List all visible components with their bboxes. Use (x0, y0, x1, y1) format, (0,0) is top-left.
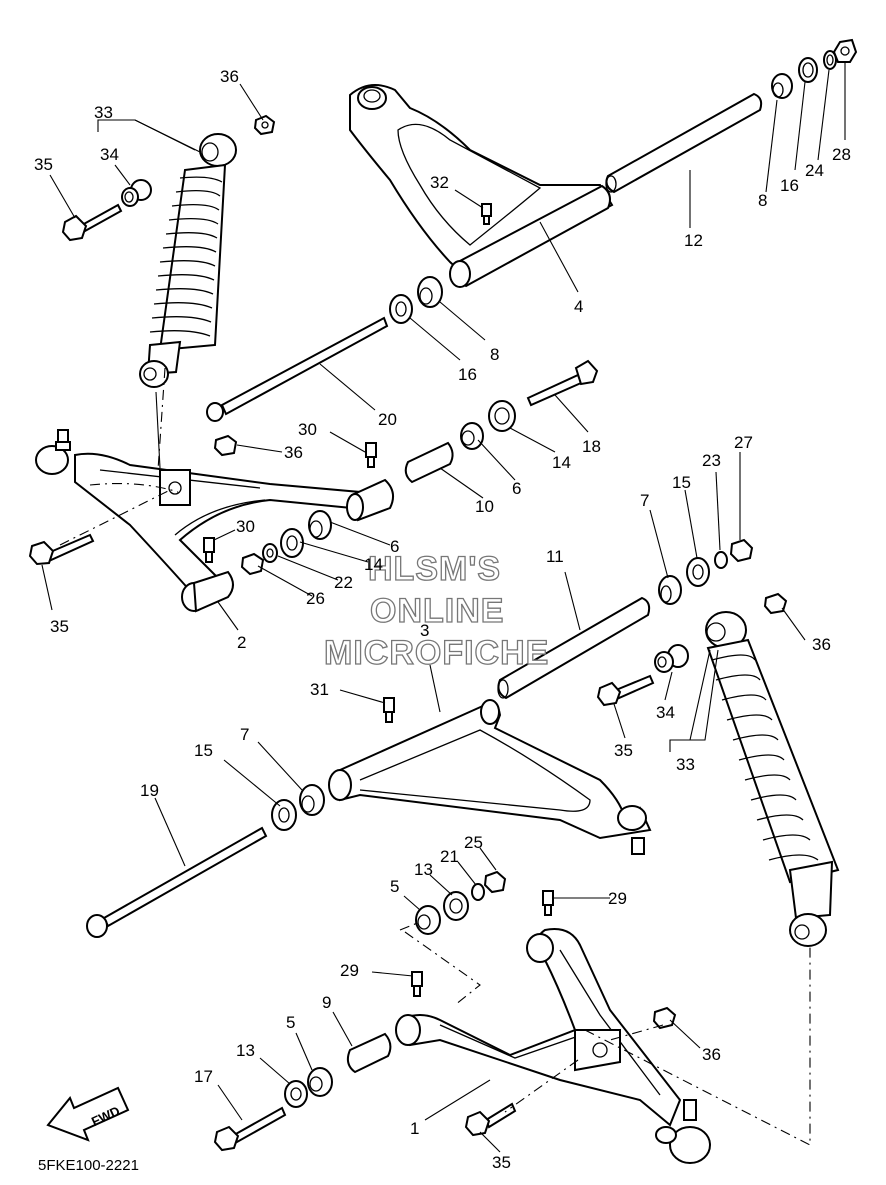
lower-arm-1 (395, 928, 711, 1164)
bolt-19 (86, 826, 268, 938)
bushing-7-15-left (271, 784, 325, 831)
callout-7: 7 (640, 491, 649, 510)
bushings-5-13-21-25-upper (415, 870, 507, 935)
callout-6: 6 (390, 537, 399, 556)
bolt-35-upper-left (61, 203, 123, 242)
shaft-12 (605, 92, 763, 194)
nut-36-mid-left (213, 434, 238, 457)
callout-13: 13 (414, 860, 433, 879)
callout-7: 7 (240, 725, 249, 744)
shaft-11 (497, 596, 651, 700)
callout-34: 34 (100, 145, 119, 164)
nut-36-upper-left (253, 114, 276, 136)
callout-28: 28 (832, 145, 851, 164)
callout-21: 21 (440, 847, 459, 866)
nut-36-lower (652, 1006, 677, 1030)
upper-arm-3 (328, 697, 652, 855)
watermark: HLSM'S ONLINE MICROFICHE (323, 549, 549, 672)
callout-26: 26 (306, 589, 325, 608)
diagram-code: 5FKE100-2221 (38, 1157, 139, 1174)
callout-20: 20 (378, 410, 397, 429)
callout-29: 29 (608, 889, 627, 908)
grease-nipple-32 (481, 203, 492, 225)
callout-36: 36 (812, 635, 831, 654)
lower-arm-2-nipple-bushings (203, 442, 377, 576)
callout-14: 14 (364, 555, 383, 574)
callout-11: 11 (546, 547, 564, 566)
callout-1: 1 (410, 1119, 419, 1138)
callout-6: 6 (512, 479, 521, 498)
watermark-line2: ONLINE (370, 592, 504, 630)
callout-22: 22 (334, 573, 353, 592)
leader-lines (41, 62, 846, 1153)
callout-17: 17 (194, 1067, 213, 1086)
callout-23: 23 (702, 451, 721, 470)
callout-30: 30 (236, 517, 255, 536)
callout-31: 31 (310, 680, 329, 699)
bolt-20 (206, 316, 389, 422)
upper-arm-4 (349, 84, 614, 288)
callout-30: 30 (298, 420, 317, 439)
callout-8: 8 (490, 345, 499, 364)
bolt-18 (526, 359, 599, 407)
callout-5: 5 (390, 877, 399, 896)
callout-3: 3 (420, 621, 429, 640)
callout-14: 14 (552, 453, 571, 472)
callout-24: 24 (805, 161, 824, 180)
callout-36: 36 (284, 443, 303, 462)
fwd-arrow-icon: FWD (46, 1086, 130, 1142)
callout-36: 36 (220, 67, 239, 86)
collar-9 (346, 1032, 392, 1074)
watermark-line3: MICROFICHE (324, 634, 549, 672)
callout-18: 18 (582, 437, 601, 456)
watermark-line1: HLSM'S (368, 550, 501, 588)
callout-5: 5 (286, 1013, 295, 1032)
callout-27: 27 (734, 433, 753, 452)
bolt-35-mid-left (28, 533, 95, 566)
callout-35: 35 (492, 1153, 511, 1172)
lower-arm-2 (35, 429, 395, 613)
nut-36-right-upper (763, 592, 788, 615)
callout-4: 4 (574, 297, 583, 316)
callout-9: 9 (322, 993, 331, 1012)
callout-32: 32 (430, 173, 449, 192)
callout-12: 12 (684, 231, 703, 250)
callout-35: 35 (50, 617, 69, 636)
callout-35: 35 (34, 155, 53, 174)
lower-arm-1-fittings (411, 890, 554, 997)
callout-numbers: 36 33 34 35 32 8 16 24 28 12 4 8 16 20 1… (34, 67, 851, 1172)
shock-absorber-33-left (139, 133, 237, 388)
callout-29: 29 (340, 961, 359, 980)
collar-34-right (654, 644, 689, 673)
callout-8: 8 (758, 191, 767, 210)
upper-arm-bushings-left (389, 276, 443, 324)
callout-10: 10 (475, 497, 494, 516)
collar-10 (404, 441, 454, 484)
callout-2: 2 (237, 633, 246, 652)
callout-33: 33 (676, 755, 695, 774)
callout-16: 16 (780, 176, 799, 195)
callout-33: 33 (94, 103, 113, 122)
collar-34-left (121, 179, 152, 207)
upper-arm-bushings-right (771, 38, 858, 99)
shock-absorber-33-right (705, 611, 840, 947)
bushing-14-6-upper (460, 400, 516, 450)
callout-25: 25 (464, 833, 483, 852)
callout-35: 35 (614, 741, 633, 760)
bolt-35-right (596, 674, 655, 707)
callout-16: 16 (458, 365, 477, 384)
callout-13: 13 (236, 1041, 255, 1060)
callout-15: 15 (194, 741, 213, 760)
bolt-35-lower (464, 1102, 517, 1137)
callout-19: 19 (140, 781, 159, 800)
callout-15: 15 (672, 473, 691, 492)
assembly-center-lines (59, 367, 811, 1146)
callout-36: 36 (702, 1045, 721, 1064)
bushings-5-13-lower (284, 1067, 333, 1108)
callout-34: 34 (656, 703, 675, 722)
upper-right-bushings (658, 538, 754, 605)
bolt-17 (213, 1106, 287, 1152)
